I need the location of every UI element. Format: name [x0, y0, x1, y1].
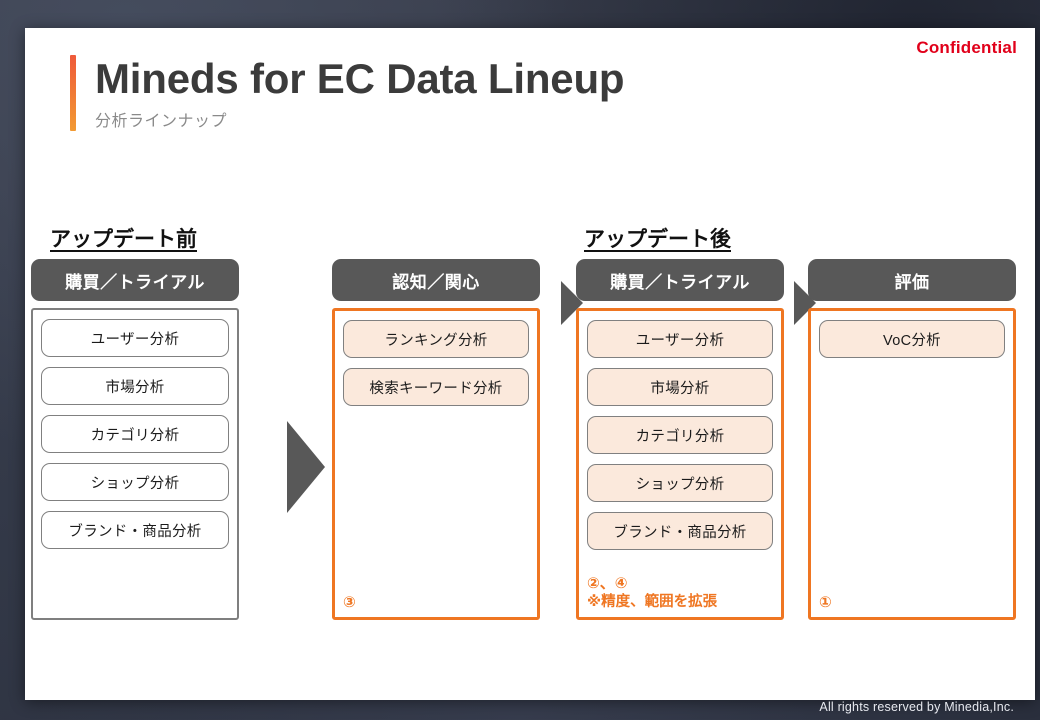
title-block: Mineds for EC Data Lineup 分析ラインナップ [70, 55, 625, 132]
analysis-chip[interactable]: ブランド・商品分析 [587, 512, 773, 550]
analysis-chip[interactable]: ランキング分析 [343, 320, 529, 358]
analysis-chip[interactable]: カテゴリ分析 [587, 416, 773, 454]
group-footnotes: ②、④ ※精度、範囲を拡張 [587, 574, 717, 612]
group-column-before: 購買／トライアル ユーザー分析 市場分析 カテゴリ分析 ショップ分析 ブランド・… [31, 259, 239, 620]
page-title: Mineds for EC Data Lineup [95, 55, 625, 102]
analysis-chip[interactable]: ショップ分析 [587, 464, 773, 502]
group-body: ユーザー分析 市場分析 カテゴリ分析 ショップ分析 ブランド・商品分析 [31, 308, 239, 620]
footnote-marker: ②、④ [587, 575, 628, 593]
section-caption-after: アップデート後 [584, 228, 731, 251]
group-column-purchase: 購買／トライアル ユーザー分析 市場分析 カテゴリ分析 ショップ分析 ブランド・… [576, 259, 784, 620]
group-footnotes: ③ [343, 593, 356, 612]
section-caption-before: アップデート前 [50, 228, 197, 251]
group-column-eval: 評価 VoC分析 ① [808, 259, 1016, 620]
footnote-note: ※精度、範囲を拡張 [587, 594, 718, 611]
group-body: ユーザー分析 市場分析 カテゴリ分析 ショップ分析 ブランド・商品分析 ②、④ … [576, 308, 784, 620]
analysis-chip[interactable]: ショップ分析 [41, 463, 229, 501]
analysis-chip[interactable]: ブランド・商品分析 [41, 511, 229, 549]
analysis-chip[interactable]: 市場分析 [41, 367, 229, 405]
title-accent-bar [70, 55, 76, 132]
group-body: VoC分析 ① [808, 308, 1016, 620]
analysis-chip[interactable]: VoC分析 [819, 320, 1005, 358]
group-column-aware: 認知／関心 ランキング分析 検索キーワード分析 ③ [332, 259, 540, 620]
analysis-chip[interactable]: 検索キーワード分析 [343, 368, 529, 406]
group-header: 購買／トライアル [31, 259, 239, 301]
analysis-chip[interactable]: 市場分析 [587, 368, 773, 406]
group-header: 評価 [808, 259, 1016, 301]
analysis-chip[interactable]: カテゴリ分析 [41, 415, 229, 453]
group-footnotes: ① [819, 593, 832, 612]
page-subtitle: 分析ラインナップ [95, 113, 228, 131]
footnote-marker: ① [819, 593, 832, 611]
footer-credit: All rights reserved by Minedia,Inc. [819, 700, 1014, 714]
analysis-chip[interactable]: ユーザー分析 [587, 320, 773, 358]
transition-arrow-icon [287, 421, 325, 513]
confidential-label: Confidential [916, 38, 1017, 57]
analysis-chip[interactable]: ユーザー分析 [41, 319, 229, 357]
group-body: ランキング分析 検索キーワード分析 ③ [332, 308, 540, 620]
group-header: 購買／トライアル [576, 259, 784, 301]
slide-canvas: Confidential Mineds for EC Data Lineup 分… [25, 28, 1035, 700]
footnote-marker: ③ [343, 593, 356, 611]
group-header: 認知／関心 [332, 259, 540, 301]
